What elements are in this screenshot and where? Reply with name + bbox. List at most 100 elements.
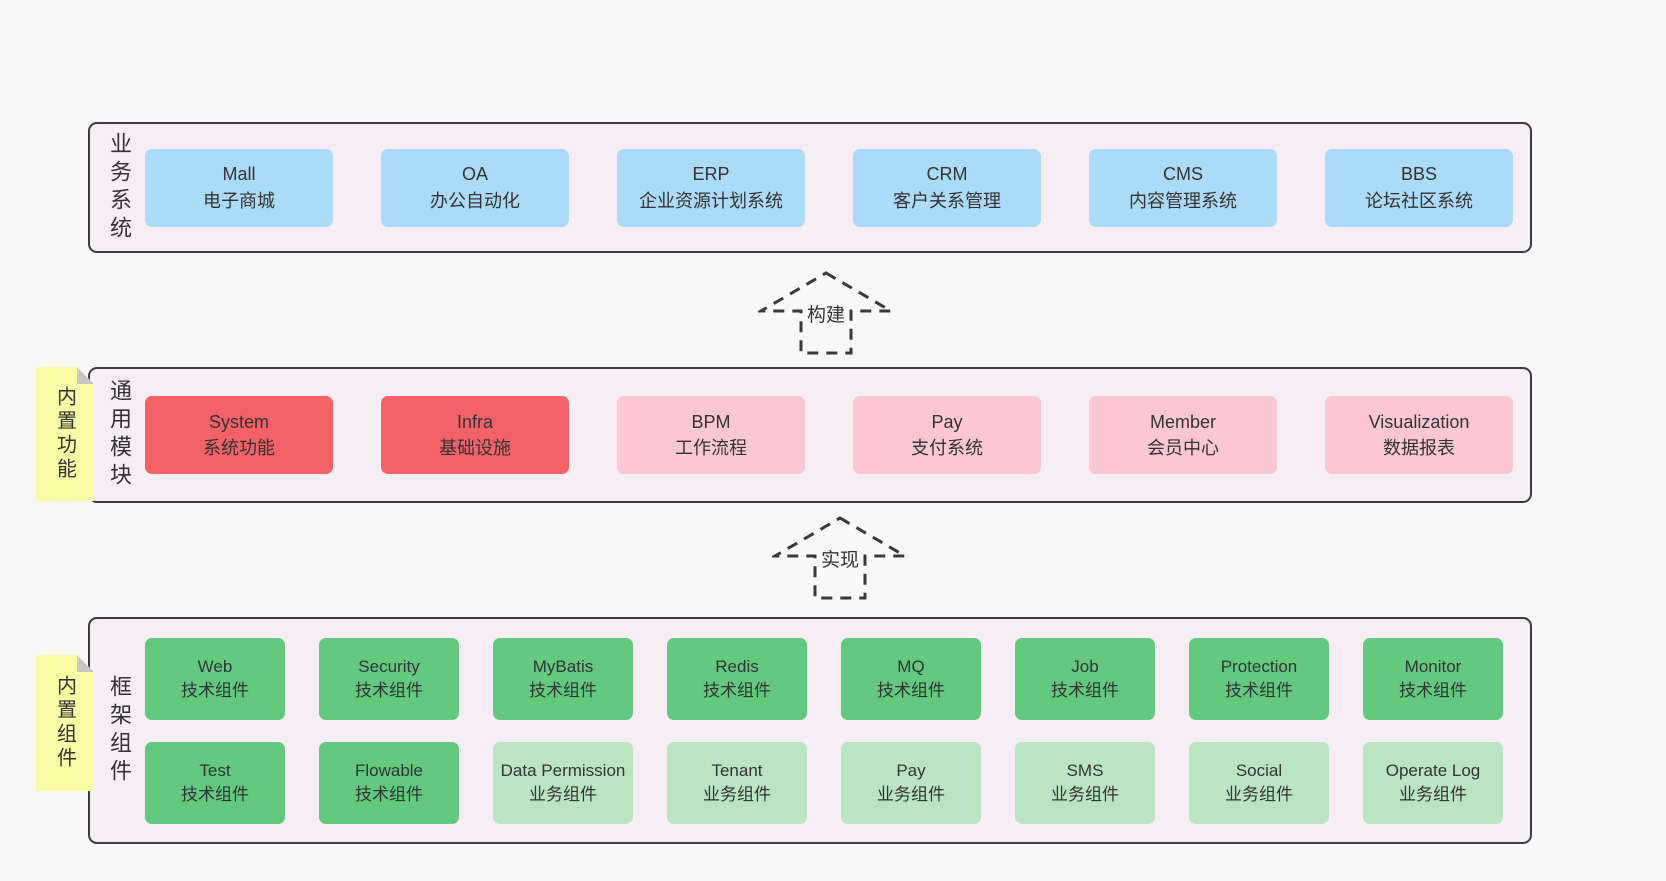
box-title: System: [208, 411, 269, 432]
arrow-implement-label: 实现: [817, 545, 863, 572]
box-title: BBS: [1400, 164, 1438, 185]
box-subtitle: 技术组件: [1225, 680, 1293, 700]
box-subtitle: 技术组件: [181, 680, 249, 700]
box-subtitle: 业务组件: [1051, 784, 1119, 804]
box-title: Social: [1235, 760, 1283, 780]
box-subtitle: 工作流程: [675, 438, 747, 458]
box-crm: CRM 客户关系管理: [853, 148, 1041, 227]
band-business-systems: 业务系统 Mall 电子商城 OA 办公自动化 ERP 企业资源计划系统 CRM…: [88, 122, 1532, 253]
box-subtitle: 技术组件: [1399, 680, 1467, 700]
box-mq: MQ 技术组件: [841, 637, 981, 720]
box-subtitle: 业务组件: [703, 784, 771, 804]
box-title: Infra: [456, 411, 494, 432]
box-monitor: Monitor 技术组件: [1363, 637, 1503, 720]
box-title: MQ: [897, 656, 925, 676]
box-title: Visualization: [1368, 411, 1470, 432]
box-erp: ERP 企业资源计划系统: [617, 148, 805, 227]
box-title: Test: [199, 760, 231, 780]
box-title: Member: [1149, 411, 1216, 432]
box-title: BPM: [691, 411, 731, 432]
box-title: Protection: [1220, 656, 1298, 676]
box-subtitle: 企业资源计划系统: [639, 190, 783, 211]
box-web: Web 技术组件: [145, 637, 285, 720]
band-framework-components: 框架组件 Web 技术组件 Security 技术组件 MyBatis 技术组件…: [88, 617, 1532, 844]
box-redis: Redis 技术组件: [667, 637, 807, 720]
box-title: Tenant: [711, 760, 763, 780]
box-bbs: BBS 论坛社区系统: [1325, 148, 1513, 227]
box-member: Member 会员中心: [1089, 396, 1277, 474]
box-subtitle: 基础设施: [439, 438, 511, 458]
band-business-systems-label: 业务系统: [107, 131, 132, 244]
box-subtitle: 业务组件: [877, 784, 945, 804]
box-subtitle: 技术组件: [703, 680, 771, 700]
box-subtitle: 数据报表: [1383, 438, 1455, 458]
box-operate-log: Operate Log 业务组件: [1363, 741, 1503, 824]
box-protection: Protection 技术组件: [1189, 637, 1329, 720]
box-title: Mall: [222, 164, 256, 185]
box-title: Flowable: [354, 760, 424, 780]
box-subtitle: 客户关系管理: [893, 190, 1001, 211]
box-visualization: Visualization 数据报表: [1325, 396, 1513, 474]
box-subtitle: 技术组件: [877, 680, 945, 700]
box-social: Social 业务组件: [1189, 741, 1329, 824]
box-job: Job 技术组件: [1015, 637, 1155, 720]
box-title: SMS: [1066, 760, 1104, 780]
box-subtitle: 业务组件: [529, 784, 597, 804]
box-title: CMS: [1163, 164, 1203, 185]
box-subtitle: 支付系统: [911, 438, 983, 458]
band-common-modules-boxes: System 系统功能 Infra 基础设施 BPM 工作流程 Pay 支付系统…: [145, 396, 1513, 474]
box-title: Pay: [896, 760, 926, 780]
box-title: Redis: [715, 656, 759, 676]
arrow-build: 构建: [758, 270, 894, 356]
box-subtitle: 内容管理系统: [1129, 190, 1237, 211]
box-title: ERP: [692, 164, 730, 185]
box-title: Data Permission: [500, 760, 626, 780]
box-pay-business: Pay 业务组件: [841, 741, 981, 824]
box-mybatis: MyBatis 技术组件: [493, 637, 633, 720]
arrow-build-label: 构建: [803, 300, 849, 327]
box-flowable: Flowable 技术组件: [319, 741, 459, 824]
box-subtitle: 业务组件: [1399, 784, 1467, 804]
box-title: Security: [358, 656, 420, 676]
box-subtitle: 会员中心: [1147, 438, 1219, 458]
box-title: CRM: [926, 164, 968, 185]
box-title: Job: [1071, 656, 1099, 676]
box-title: Web: [197, 656, 233, 676]
box-security: Security 技术组件: [319, 637, 459, 720]
arrow-implement: 实现: [772, 515, 908, 601]
band-common-modules: 通用模块 System 系统功能 Infra 基础设施 BPM 工作流程 Pay…: [88, 367, 1532, 503]
box-sms: SMS 业务组件: [1015, 741, 1155, 824]
box-subtitle: 技术组件: [355, 784, 423, 804]
box-oa: OA 办公自动化: [381, 148, 569, 227]
box-subtitle: 办公自动化: [430, 190, 520, 211]
box-data-permission: Data Permission 业务组件: [493, 741, 633, 824]
box-system: System 系统功能: [145, 396, 333, 474]
band-framework-components-label: 框架组件: [107, 674, 132, 787]
band-business-systems-boxes: Mall 电子商城 OA 办公自动化 ERP 企业资源计划系统 CRM 客户关系…: [145, 148, 1513, 227]
box-bpm: BPM 工作流程: [617, 396, 805, 474]
box-title: Monitor: [1404, 656, 1462, 676]
box-subtitle: 技术组件: [1051, 680, 1119, 700]
box-title: Operate Log: [1385, 760, 1481, 780]
box-subtitle: 业务组件: [1225, 784, 1293, 804]
box-pay: Pay 支付系统: [853, 396, 1041, 474]
box-subtitle: 电子商城: [203, 190, 275, 211]
box-subtitle: 技术组件: [181, 784, 249, 804]
box-subtitle: 技术组件: [355, 680, 423, 700]
sticky-note-label: 内置功能: [53, 386, 76, 482]
box-subtitle: 论坛社区系统: [1365, 190, 1473, 211]
band-framework-components-boxes: Web 技术组件 Security 技术组件 MyBatis 技术组件 Redi…: [145, 637, 1503, 824]
box-tenant: Tenant 业务组件: [667, 741, 807, 824]
box-test: Test 技术组件: [145, 741, 285, 824]
sticky-note-builtin-components: 内置组件: [36, 655, 94, 791]
box-title: MyBatis: [532, 656, 594, 676]
sticky-note-label: 内置组件: [53, 675, 76, 771]
box-subtitle: 系统功能: [203, 438, 275, 458]
box-subtitle: 技术组件: [529, 680, 597, 700]
box-cms: CMS 内容管理系统: [1089, 148, 1277, 227]
band-common-modules-label: 通用模块: [107, 379, 132, 491]
box-title: Pay: [931, 411, 963, 432]
box-infra: Infra 基础设施: [381, 396, 569, 474]
box-title: OA: [461, 164, 488, 185]
